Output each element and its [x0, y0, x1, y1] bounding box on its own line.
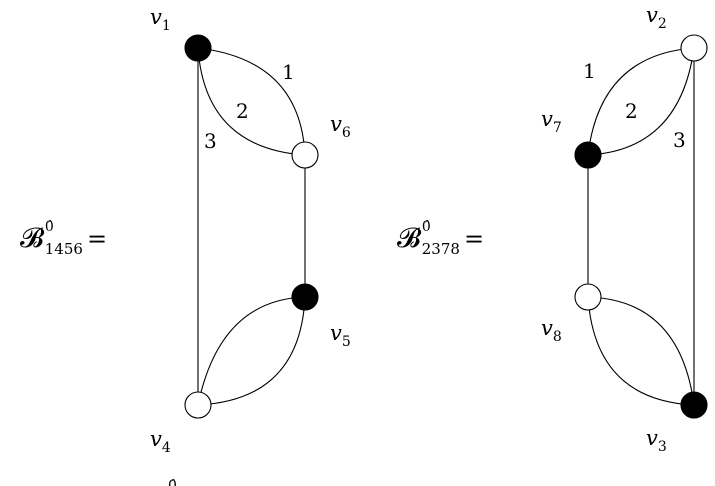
equation-right: 𝓑0̂2378=: [397, 219, 484, 258]
vertex-label-v6: v6: [330, 112, 351, 141]
edge-label-1: 1: [282, 60, 295, 84]
edge-v8-v3-b: [587, 296, 695, 406]
vertex-v4: [184, 391, 212, 419]
edge-v5-v4-b: [197, 296, 306, 406]
vertex-label-v2: v2: [646, 3, 667, 32]
vertex-v3: [680, 391, 708, 419]
vertex-v2: [680, 34, 708, 62]
vertex-label-v5: v5: [330, 321, 351, 350]
edge-v2-v7-2: [587, 47, 695, 156]
vertex-v1: [184, 34, 212, 62]
edge-v1-v6-2: [197, 47, 306, 156]
vertex-label-v8: v8: [541, 316, 562, 345]
edge-label-3: 3: [673, 128, 686, 152]
graph-right: v2 v7 v8 v3 1 2 3 𝓑0̂2378=: [397, 3, 708, 455]
edge-label-2: 2: [236, 99, 249, 123]
vertex-label-v3: v3: [646, 426, 667, 455]
graph-left: v1 v6 v5 v4 1 2 3 𝓑0̂1456=: [20, 5, 351, 456]
vertex-v7: [574, 141, 602, 169]
edge-v2-v7-1: [587, 47, 695, 156]
edge-label-2: 2: [625, 99, 638, 123]
vertex-label-v4: v4: [150, 427, 171, 456]
cropped-superscript-fragment: 0̂: [168, 478, 177, 486]
equation-left: 𝓑0̂1456=: [20, 219, 107, 258]
vertex-label-v7: v7: [541, 107, 562, 136]
edge-label-1: 1: [583, 59, 596, 83]
edge-v1-v6-1: [197, 47, 306, 156]
edge-v5-v4-a: [197, 296, 306, 406]
edge-v8-v3-a: [587, 296, 695, 406]
vertex-v5: [291, 283, 319, 311]
vertex-v8: [574, 283, 602, 311]
vertex-label-v1: v1: [150, 5, 171, 34]
edge-label-3: 3: [204, 129, 217, 153]
vertex-v6: [291, 141, 319, 169]
